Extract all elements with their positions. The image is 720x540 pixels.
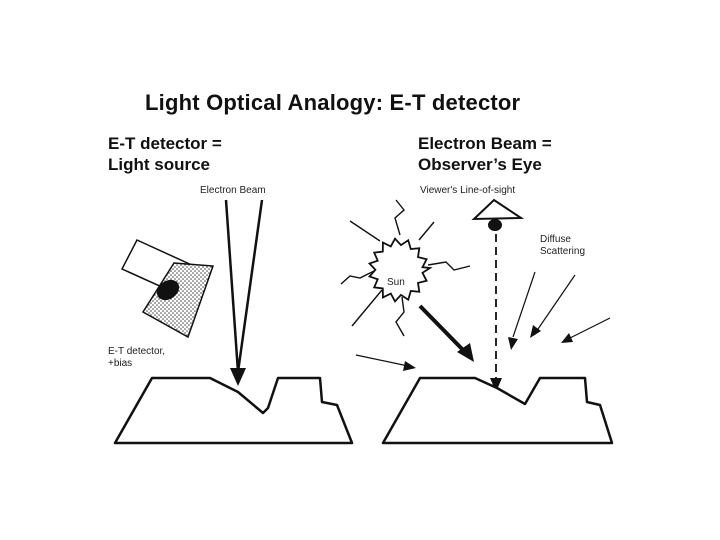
right-specimen <box>381 376 614 445</box>
sun-ray <box>395 296 405 337</box>
diffuse-label-line1: Diffuse <box>540 234 571 245</box>
sun-label: Sun <box>387 277 405 288</box>
sun-illumination-arrow <box>418 304 474 362</box>
detector-label-line1: E-T detector, <box>108 346 166 357</box>
left-panel-heading: E-T detector = Light source <box>108 133 222 175</box>
left-specimen <box>113 376 354 445</box>
diffuse-arrow <box>355 354 416 371</box>
sun-ray <box>351 289 383 327</box>
right-panel-heading: Electron Beam = Observer’s Eye <box>418 133 552 175</box>
right-heading-line1: Electron Beam = <box>418 134 552 153</box>
electron-beam-label: Electron Beam <box>200 185 266 196</box>
left-heading-line2: Light source <box>108 155 211 174</box>
sun-disc <box>367 237 433 303</box>
eye-icon <box>471 198 525 231</box>
sun-ray <box>418 221 435 241</box>
diffuse-arrow <box>561 317 611 343</box>
sun-ray <box>394 199 405 236</box>
detector-label: E-T detector, +bias <box>108 346 165 370</box>
diffuse-label-line2: Scattering <box>540 246 586 257</box>
detector-label-line2: +bias <box>108 358 133 369</box>
diffuse-scattering-label: Diffuse Scattering <box>540 234 585 258</box>
page-title: Light Optical Analogy: E-T detector <box>145 90 521 115</box>
detector-scintillator <box>141 262 215 339</box>
line-of-sight-arrow <box>490 234 502 392</box>
sun-ray <box>349 220 381 242</box>
diffuse-arrow <box>508 271 536 350</box>
diffuse-arrow <box>530 274 576 338</box>
line-of-sight-label: Viewer's Line-of-sight <box>420 185 516 196</box>
electron-beam <box>224 199 264 386</box>
beam-arrowhead <box>230 368 246 386</box>
left-heading-line1: E-T detector = <box>108 134 222 153</box>
detector-aperture <box>156 279 180 301</box>
sun-ray <box>340 269 377 285</box>
detector-icon <box>120 239 215 339</box>
eye-pupil <box>488 219 502 231</box>
sun-icon <box>340 199 471 337</box>
sun-ray <box>427 261 471 271</box>
diffuse-arrows <box>355 271 611 371</box>
right-heading-line2: Observer’s Eye <box>418 155 542 174</box>
